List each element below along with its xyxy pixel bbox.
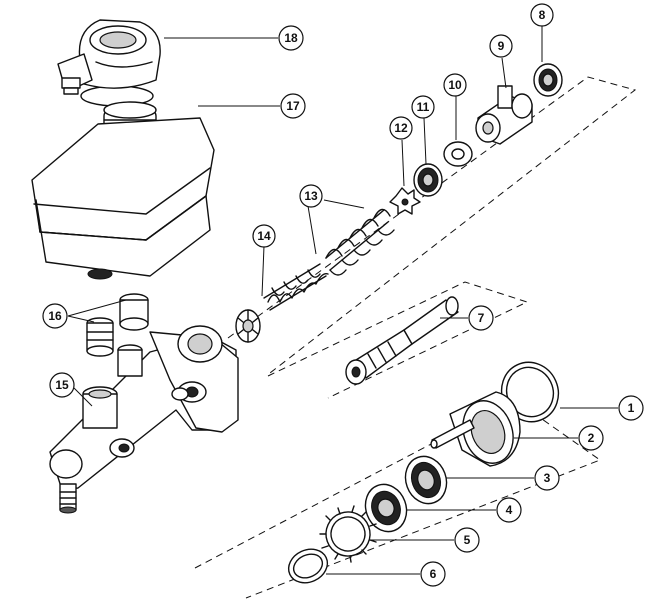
group-outline-lower: [194, 399, 602, 599]
svg-text:9: 9: [498, 39, 505, 53]
bearing-3: [404, 455, 448, 505]
callout-3: 3: [534, 465, 560, 491]
callout-2: 2: [578, 425, 604, 451]
svg-text:4: 4: [506, 503, 513, 517]
primary-piston: [345, 296, 459, 385]
bushing-4: [364, 483, 408, 533]
svg-text:17: 17: [286, 99, 300, 113]
seal-11: [413, 163, 443, 197]
svg-text:10: 10: [448, 78, 462, 92]
svg-text:12: 12: [394, 121, 408, 135]
o-ring-large: [500, 361, 560, 423]
callout-7: 7: [468, 305, 494, 331]
callout-5: 5: [454, 527, 480, 553]
callout-14: 14: [252, 224, 276, 248]
circlip: [287, 548, 329, 584]
end-seal: [235, 309, 261, 343]
spring-large: [325, 208, 395, 276]
callout-13: 13: [299, 184, 323, 208]
leader-lines: [67, 26, 618, 575]
callout-1: 1: [618, 395, 644, 421]
svg-text:8: 8: [539, 8, 546, 22]
fluid-reservoir: [31, 101, 215, 280]
callout-9: 9: [489, 34, 513, 58]
svg-text:1: 1: [628, 401, 635, 415]
spring-small: [263, 263, 329, 311]
callout-15: 15: [49, 372, 75, 398]
svg-text:14: 14: [257, 229, 271, 243]
star-washer: [389, 187, 421, 215]
callout-6: 6: [420, 561, 446, 587]
callout-8: 8: [530, 3, 554, 27]
svg-text:6: 6: [430, 567, 437, 581]
washer-10: [443, 141, 473, 167]
callout-17: 17: [280, 93, 306, 119]
seal-8: [533, 63, 563, 97]
svg-text:5: 5: [464, 533, 471, 547]
callout-12: 12: [389, 116, 413, 140]
callout-10: 10: [443, 73, 467, 97]
svg-text:11: 11: [417, 100, 430, 114]
svg-text:16: 16: [48, 309, 62, 323]
callout-11: 11: [411, 95, 435, 119]
svg-text:15: 15: [55, 378, 69, 392]
toothed-retainer: [319, 505, 377, 563]
svg-text:7: 7: [478, 311, 485, 325]
svg-text:3: 3: [544, 471, 551, 485]
svg-text:13: 13: [304, 189, 318, 203]
svg-text:18: 18: [284, 31, 298, 45]
reservoir-grommets: [86, 293, 149, 357]
master-cylinder-body: [49, 325, 239, 514]
svg-text:2: 2: [588, 431, 595, 445]
callout-18: 18: [278, 25, 304, 51]
secondary-piston: [475, 85, 533, 145]
callout-4: 4: [496, 497, 522, 523]
reservoir-cap: [57, 19, 161, 107]
callout-16: 16: [42, 303, 68, 329]
group-outline-middle: [267, 281, 529, 399]
dust-boot: [430, 391, 521, 467]
